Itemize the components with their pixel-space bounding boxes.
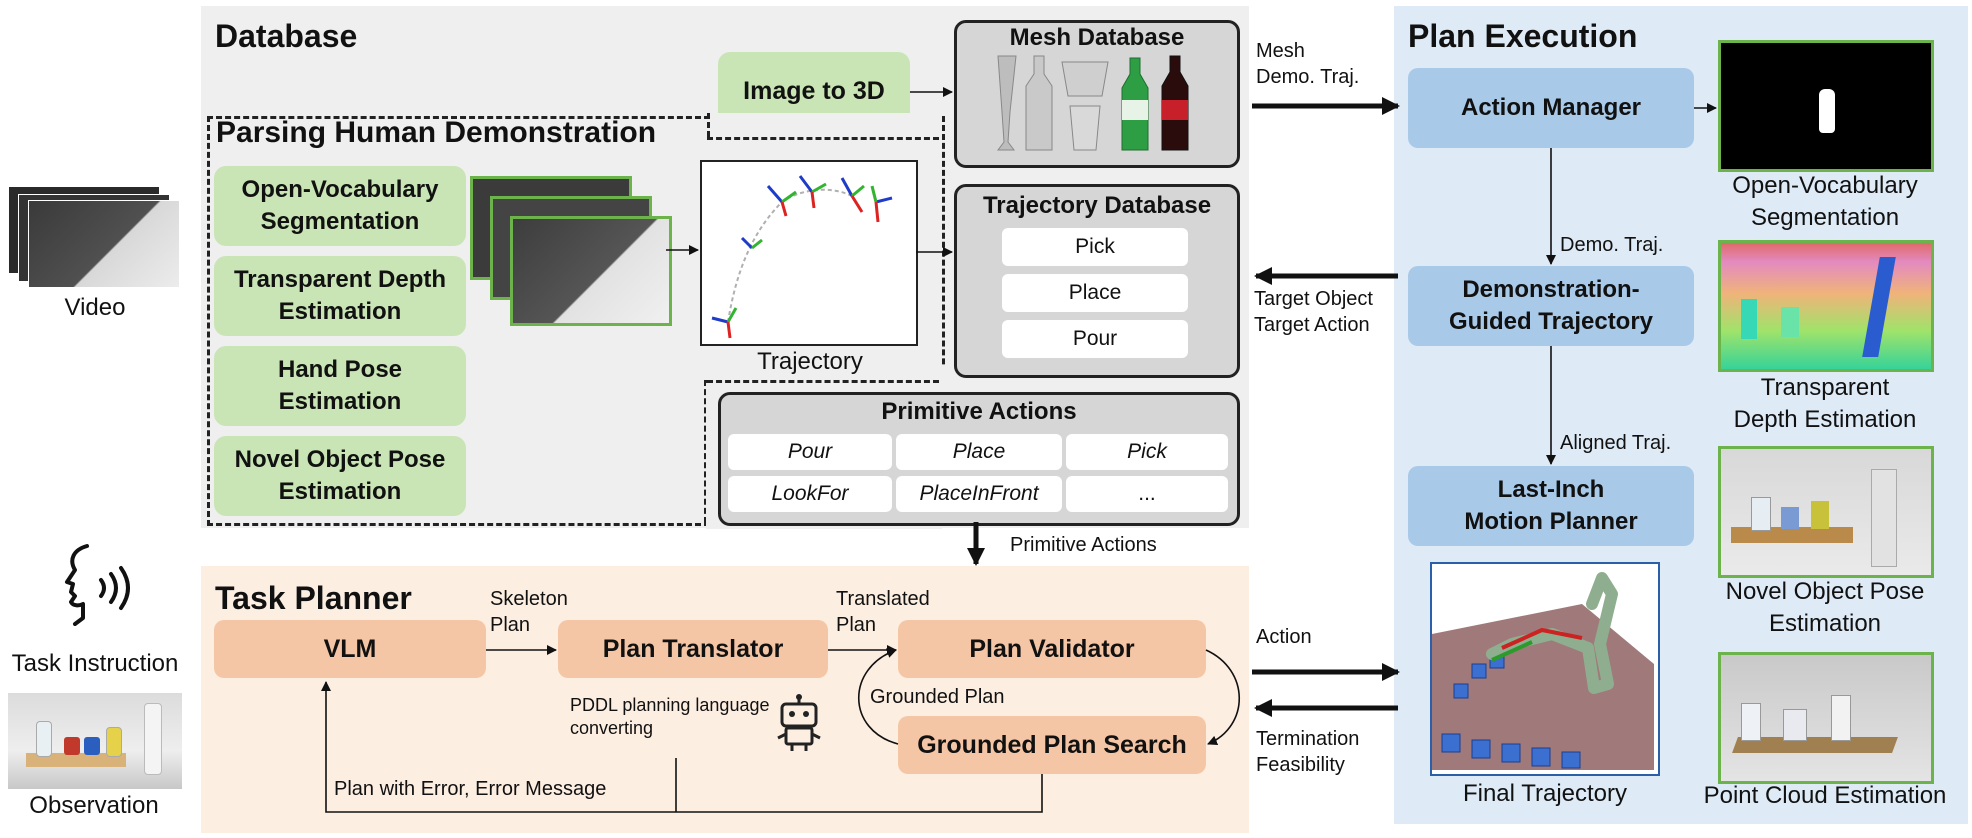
action-manager-box: Action Manager [1408,68,1694,148]
video-caption: Video [64,294,126,321]
mesh-demo-label: Mesh Demo. Traj. [1256,40,1360,88]
dash-bottom-right-step [707,380,939,383]
robot-sim-render [1432,572,1654,770]
plan-validator-box: Plan Validator [898,620,1206,678]
primitive-item-place: Place [896,434,1062,470]
primitive-actions-title: Primitive Actions [881,398,1077,425]
action-label: Action [1256,626,1312,648]
trajectory-caption: Trajectory [757,348,863,375]
demo-traj-label: Demo. Traj. [1560,234,1664,256]
task-instruction-caption: Task Instruction [11,650,179,677]
point-cloud-image [1718,652,1934,784]
speaking-head-icon [65,544,130,626]
object-pose-caption: Novel Object Pose Estimation [1725,578,1925,638]
error-loop-label: Plan with Error, Error Message [334,778,607,800]
demo-guided-box: Demonstration- Guided Trajectory [1408,266,1694,346]
primitive-actions-label: Primitive Actions [1010,534,1157,556]
green-box-depth: Transparent Depth Estimation [214,256,466,336]
dash-mask [709,113,942,139]
skeleton-plan-label: Skeleton Plan [490,588,568,636]
task-planner-title: Task Planner [215,580,412,616]
target-label: Target Object Target Action [1254,288,1373,336]
dash-top-right [707,137,939,140]
video-frames [8,186,180,288]
grounded-plan-search-box: Grounded Plan Search [898,716,1206,774]
primitive-item-more: ... [1066,476,1228,512]
primitive-item-pour: Pour [728,434,892,470]
vlm-box: VLM [214,620,486,678]
primitive-item-placeinfront: PlaceInFront [896,476,1062,512]
parsing-title: Parsing Human Demonstration [216,116,657,149]
pddl-note: PDDL planning language converting [570,695,770,739]
plan-execution-title: Plan Execution [1408,18,1638,54]
trajectory-db-item-pick: Pick [1002,228,1188,266]
segmentation-image [1718,40,1934,172]
last-inch-box: Last-Inch Motion Planner [1408,466,1694,546]
green-box-object-pose: Novel Object Pose Estimation [214,436,466,516]
aligned-traj-label: Aligned Traj. [1560,432,1672,454]
grounded-plan-label: Grounded Plan [870,686,1005,708]
translated-plan-label: Translated Plan [836,588,930,636]
dash-corner-top [707,113,710,137]
point-cloud-caption: Point Cloud Estimation [1703,782,1947,809]
robot-icon [777,694,821,751]
green-box-segmentation: Open-Vocabulary Segmentation [214,166,466,246]
termination-label: Termination Feasibility [1256,728,1360,776]
parsing-dashed-region [207,116,945,526]
primitive-item-lookfor: LookFor [728,476,892,512]
database-title: Database [215,18,358,54]
mesh-objects-image [997,55,1189,151]
task-planner-panel [201,566,1249,833]
green-box-hand-pose: Hand Pose Estimation [214,346,466,426]
trajectory-image [700,160,918,346]
trajectory-db-item-place: Place [1002,274,1188,312]
depth-image [1718,240,1934,372]
trajectory-database-title: Trajectory Database [982,192,1212,219]
primitive-item-pick: Pick [1066,434,1228,470]
observation-image [8,693,182,789]
plan-translator-box: Plan Translator [558,620,828,678]
trajectory-db-item-pour: Pour [1002,320,1188,358]
demo-frame-3 [510,216,672,326]
depth-caption: Transparent Depth Estimation [1733,374,1917,434]
observation-caption: Observation [29,792,159,819]
dash-bottom-step-vert [704,380,707,523]
object-pose-image [1718,446,1934,578]
mesh-database-title: Mesh Database [1009,24,1185,51]
trajectory-plot [711,175,893,339]
segmentation-caption: Open-Vocabulary Segmentation [1732,172,1918,232]
final-trajectory-caption: Final Trajectory [1462,780,1628,807]
